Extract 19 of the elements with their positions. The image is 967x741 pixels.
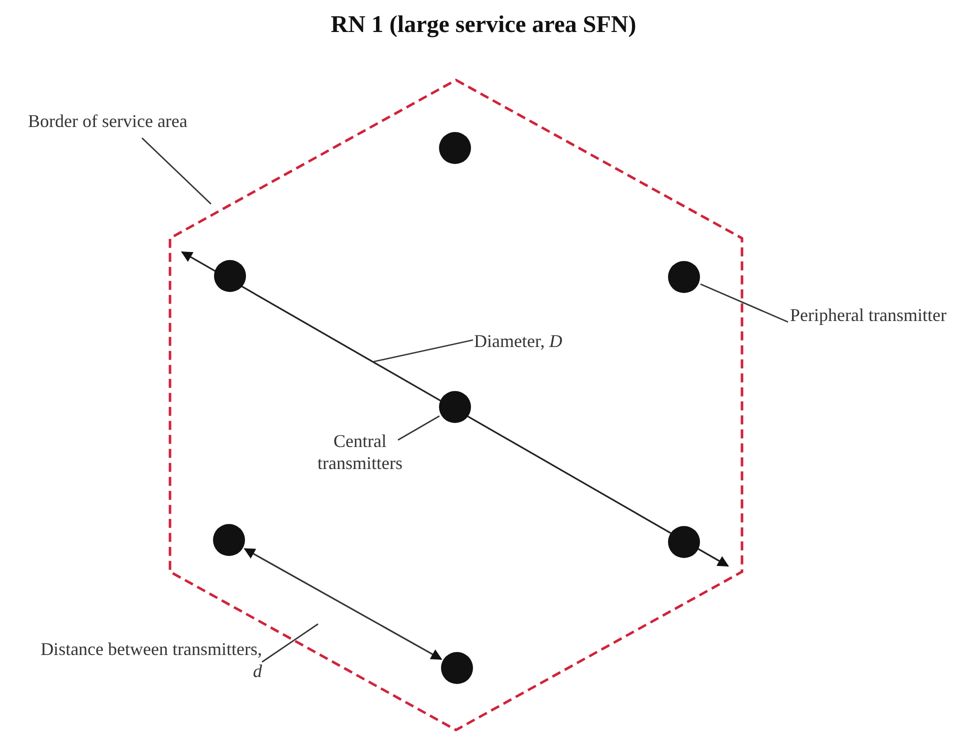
leader-line bbox=[262, 623, 318, 663]
leader-line bbox=[700, 284, 788, 323]
transmitter-dot bbox=[668, 261, 700, 293]
dimension-arrow bbox=[244, 548, 442, 660]
callout-label: Peripheral transmitter bbox=[790, 304, 950, 348]
transmitter-dot bbox=[439, 132, 471, 164]
leader-line bbox=[372, 339, 474, 363]
transmitter-dot bbox=[213, 524, 245, 556]
callout-label: Diameter, D bbox=[474, 330, 634, 354]
callout-label: Border of service area bbox=[28, 110, 278, 134]
diagram-title: RN 1 (large service area SFN) bbox=[330, 12, 638, 39]
transmitter-dot bbox=[439, 391, 471, 423]
leader-line bbox=[398, 415, 440, 441]
leader-line bbox=[142, 138, 212, 204]
callout-label: Central transmitters bbox=[300, 430, 420, 474]
transmitter-dot bbox=[441, 652, 473, 684]
transmitter-dot bbox=[214, 260, 246, 292]
callout-label: Distance between transmitters, d bbox=[30, 638, 262, 682]
transmitter-dot bbox=[668, 526, 700, 558]
